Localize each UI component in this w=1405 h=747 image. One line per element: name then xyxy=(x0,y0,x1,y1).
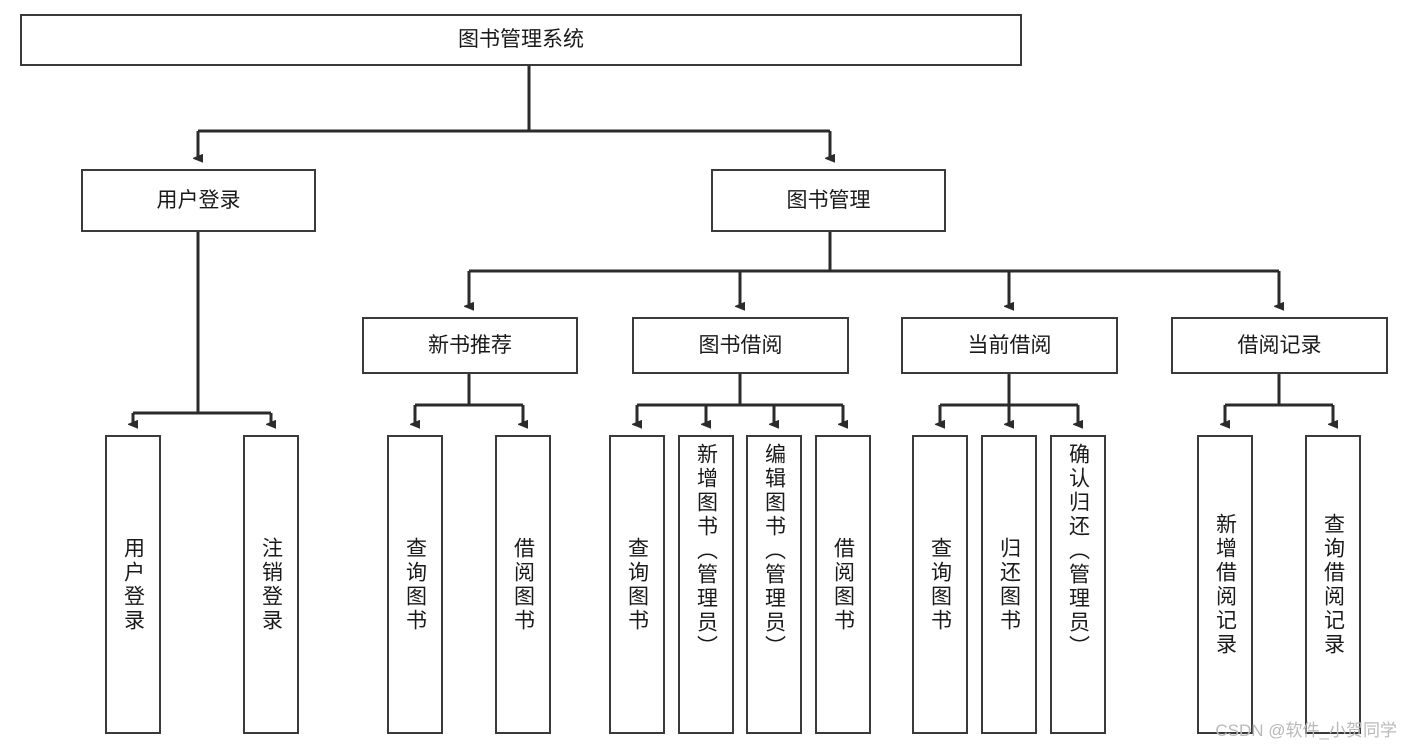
node-label: 用户登录 xyxy=(121,536,145,633)
node-label: 查询图书 xyxy=(625,536,649,633)
node-leaf-user-login[interactable]: 用户登录 xyxy=(105,435,161,734)
node-label: 当前借阅 xyxy=(967,333,1052,357)
node-label: 借阅记录 xyxy=(1237,333,1322,357)
node-label: 借阅图书 xyxy=(831,536,855,633)
node-label: 用户登录 xyxy=(156,188,241,212)
node-label: 借阅图书 xyxy=(511,536,535,633)
node-new-book-recommendation[interactable]: 新书推荐 xyxy=(362,317,578,374)
node-leaf-query-books-borrow[interactable]: 查询图书 xyxy=(609,435,665,734)
node-leaf-logout[interactable]: 注销登录 xyxy=(243,435,299,734)
node-label: 查询借阅记录 xyxy=(1321,512,1345,657)
node-leaf-query-books-current[interactable]: 查询图书 xyxy=(912,435,968,734)
node-user-login[interactable]: 用户登录 xyxy=(81,169,316,232)
node-current-borrowing[interactable]: 当前借阅 xyxy=(901,317,1118,374)
node-leaf-confirm-return-admin[interactable]: 确认归还（管理员） xyxy=(1050,435,1106,734)
node-leaf-borrow-books[interactable]: 借阅图书 xyxy=(815,435,871,734)
node-label: 查询图书 xyxy=(928,536,952,633)
node-leaf-edit-book-admin[interactable]: 编辑图书（管理员） xyxy=(746,435,802,734)
node-leaf-query-borrow-record[interactable]: 查询借阅记录 xyxy=(1305,435,1361,734)
node-label: 图书借阅 xyxy=(698,333,783,357)
node-leaf-query-books-recommend[interactable]: 查询图书 xyxy=(387,435,443,734)
node-label: 新增图书（管理员） xyxy=(694,443,718,659)
node-label: 查询图书 xyxy=(403,536,427,633)
node-leaf-borrow-books-recommend[interactable]: 借阅图书 xyxy=(495,435,551,734)
node-label: 确认归还（管理员） xyxy=(1066,443,1090,659)
node-label: 注销登录 xyxy=(259,536,283,633)
node-leaf-add-book-admin[interactable]: 新增图书（管理员） xyxy=(678,435,734,734)
node-borrowing-records[interactable]: 借阅记录 xyxy=(1171,317,1388,374)
node-leaf-return-books[interactable]: 归还图书 xyxy=(981,435,1037,734)
node-label: 图书管理系统 xyxy=(458,28,584,52)
node-leaf-add-borrow-record[interactable]: 新增借阅记录 xyxy=(1197,435,1253,734)
node-label: 图书管理 xyxy=(786,188,871,212)
node-book-management[interactable]: 图书管理 xyxy=(711,169,946,232)
node-root-library-system[interactable]: 图书管理系统 xyxy=(20,14,1022,66)
node-label: 归还图书 xyxy=(997,536,1021,633)
node-label: 新书推荐 xyxy=(428,333,512,357)
node-label: 编辑图书（管理员） xyxy=(762,443,786,659)
node-label: 新增借阅记录 xyxy=(1213,512,1237,657)
node-book-borrowing[interactable]: 图书借阅 xyxy=(632,317,849,374)
